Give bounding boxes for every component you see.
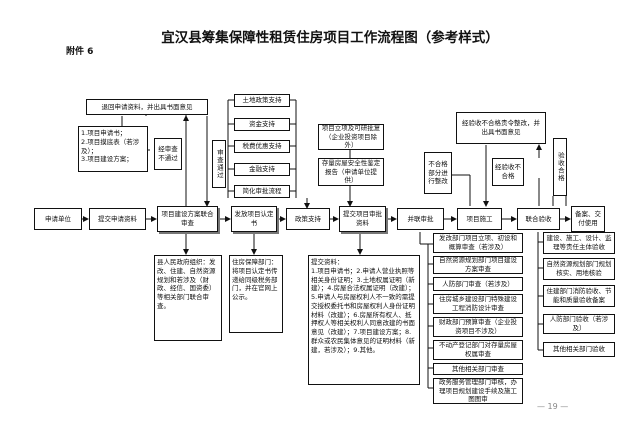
acceptance-item: 住建部门消防验收、节能和质量验收备案 <box>543 285 615 307</box>
materials-list-box: 1.项目申请书； 2.项目摸底表（若涉及）； 3.项目建设方案； <box>78 126 148 172</box>
parallel-item: 其他相关部门审查 <box>433 363 523 375</box>
support-item: 资金支持 <box>234 118 290 131</box>
issue-cert-box: 发放项目认定书 <box>231 206 277 232</box>
policy-support-box: 政策支持 <box>286 208 330 230</box>
support-item: 税费优惠支持 <box>234 140 290 153</box>
parallel-item: 政务服务管理部门审核，办理项目规划建设手续及施工图图审 <box>433 378 523 404</box>
project-approval-box: 项目立项及可研批复（企业投资项目除外） <box>318 124 384 150</box>
page-title: 宜汉县筹集保障性租赁住房项目工作流程图（参考样式） <box>161 30 499 46</box>
return-application-box: 退回申请资料，并出具书面意见 <box>86 99 208 115</box>
rectify-box: 不合格部分进行整改 <box>424 152 452 194</box>
parallel-item: 人防部门审查（若涉及） <box>433 277 523 291</box>
acceptance-fail-notice-box: 经验收不合格责令整改，并出具书面意见 <box>456 112 546 144</box>
materials-title: 提交资料： <box>311 258 344 266</box>
acceptance-item: 其他相关部门验收 <box>543 342 615 357</box>
materials-list-item: 1.项目申请书； <box>81 129 127 137</box>
housing-dept-text: 住房保障部门：将项目认定书传递给同级税务部门，并在官网上公示。 <box>229 255 283 333</box>
submit-materials-box: 提交申请资料 <box>89 208 146 230</box>
support-item: 简化审批流程 <box>234 185 290 198</box>
acceptance-item: 人防部门验收（若涉及） <box>543 314 615 334</box>
submit-project-review-box: 提交项目审批资料 <box>339 206 386 232</box>
joint-review-box: 项目建设方案联合审查 <box>157 206 218 232</box>
materials-list-item: 3.项目建设方案； <box>81 155 133 164</box>
page-number: — 19 — <box>537 402 569 411</box>
parallel-item: 发改部门项目立项、初设和概算审查（若涉及） <box>433 233 523 253</box>
acceptance-fail-box: 经验收不合格 <box>492 158 524 186</box>
parallel-item: 不动产登记部门对存量房屋权属审查 <box>433 340 523 360</box>
support-item: 金融支持 <box>234 163 290 176</box>
dept-joint-review-text: 县人民政府组织：发改、住建、自然资源规划和若涉及（财政、经信、国资委）等相关部门… <box>154 255 222 341</box>
acceptance-item: 自然资源规划部门规划核实、用地核验 <box>543 258 615 280</box>
parallel-approval-box: 并联审批 <box>397 208 444 230</box>
materials-text: 1.项目申请书；2.申请人营业执照等相关身份证明；3.土地权属证明（新建）；4.… <box>311 266 415 354</box>
record-delivery-box: 备案、交付使用 <box>571 206 605 232</box>
parallel-item: 住房城乡建设部门特殊建设工程消防设计审查 <box>433 294 523 314</box>
parallel-item: 财政部门预算审查（企业投资项目不涉及） <box>433 317 523 337</box>
joint-acceptance-box: 联合验收 <box>517 208 560 230</box>
submit-materials-detail: 提交资料： 1.项目申请书；2.申请人营业执照等相关身份证明；3.土地权属证明（… <box>308 255 420 385</box>
support-item: 土地政策支持 <box>234 94 290 107</box>
acceptance-pass-box: 验收合格 <box>553 138 567 196</box>
attachment-label: 附件 6 <box>66 47 94 57</box>
review-fail-box: 经审查不通过 <box>154 138 182 170</box>
safety-report-box: 存量房屋安全性鉴定报告（申请单位提供） <box>318 158 384 186</box>
materials-list-item: 2.项目摸底表（若涉及）； <box>81 137 140 155</box>
parallel-item: 自然资源规划部门项目建设方案审查 <box>433 256 523 274</box>
acceptance-item: 建设、施工、设计、监理等责任主体验收 <box>543 232 615 254</box>
construction-box: 项目施工 <box>457 208 502 230</box>
apply-unit-box: 申请单位 <box>34 208 82 230</box>
review-pass-box: 审查通过 <box>212 140 226 188</box>
